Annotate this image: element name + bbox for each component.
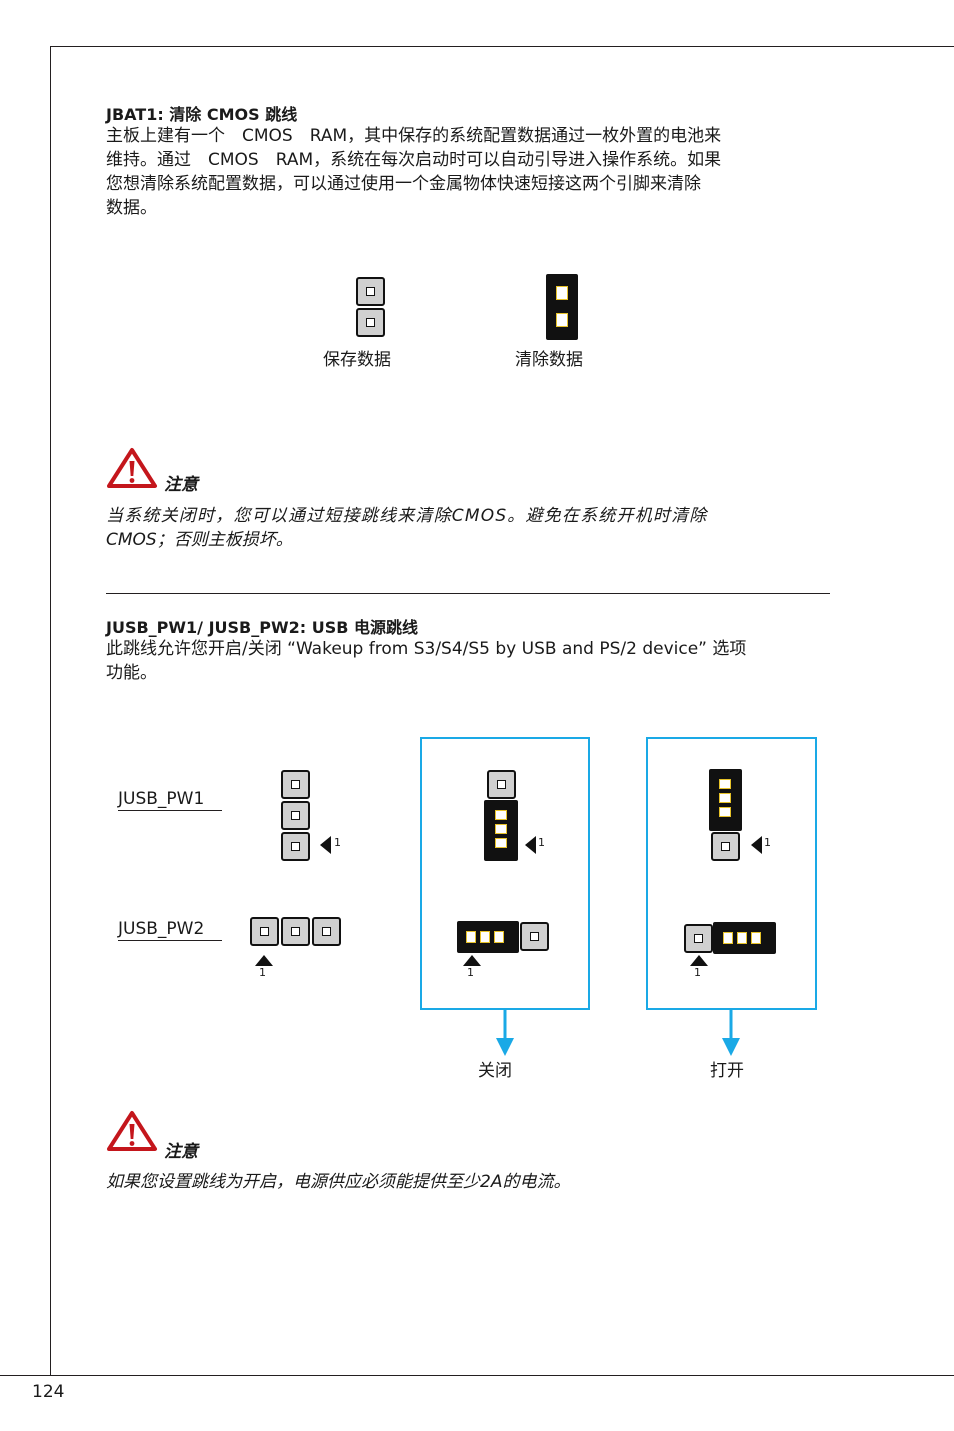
jbat-cap-slot-2 bbox=[556, 313, 568, 327]
jbat-line-3: 您想清除系统配置数据，可以通过使用一个金属物体快速短接这两个引脚来清除 bbox=[106, 174, 701, 194]
page-number: 124 bbox=[32, 1382, 65, 1402]
jusb-off-pw1-slot-2 bbox=[495, 824, 507, 834]
jusb-off-pw2-slot-1 bbox=[466, 931, 476, 943]
jusb-on-pw1-slot-3 bbox=[719, 807, 731, 817]
pin1-arrow-icon bbox=[690, 955, 708, 966]
warning-icon bbox=[107, 1111, 157, 1151]
pin1-label: 1 bbox=[467, 966, 474, 979]
jusb-on-pw1-slot-2 bbox=[719, 793, 731, 803]
jusb-description: 此跳线允许您开启/关闭 “Wakeup from S3/S4/S5 by USB… bbox=[106, 637, 830, 685]
jusb-pw1-ref-pin-c bbox=[281, 832, 310, 861]
jbat-jumper-cap bbox=[546, 274, 578, 340]
jusb-off-pw1-slot-1 bbox=[495, 810, 507, 820]
jusb-on-label: 打开 bbox=[710, 1061, 744, 1081]
jbat-clear-label: 清除数据 bbox=[515, 350, 583, 370]
page-frame-bottom bbox=[0, 1375, 954, 1376]
page-frame-top bbox=[50, 46, 954, 47]
jbat-keep-pin-1 bbox=[356, 277, 385, 306]
jusb-off-pw1-pin-open bbox=[487, 770, 516, 799]
jbat-heading: JBAT1: 清除 CMOS 跳线 bbox=[106, 105, 298, 124]
jbat-keep-pin-2 bbox=[356, 308, 385, 337]
jbat-description: 主板上建有一个 CMOS RAM，其中保存的系统配置数据通过一枚外置的电池来 维… bbox=[106, 124, 830, 220]
jusb-off-pw2-pin-open bbox=[520, 922, 549, 951]
note2-text: 如果您设置跳线为开启，电源供应必须能提供至少2A的电流。 bbox=[106, 1172, 571, 1192]
pin1-arrow-icon bbox=[525, 836, 536, 854]
jusb-heading: JUSB_PW1/ JUSB_PW2: USB 电源跳线 bbox=[106, 618, 419, 637]
down-arrow-icon bbox=[496, 1010, 514, 1056]
pin1-label: 1 bbox=[694, 966, 701, 979]
section-divider bbox=[106, 593, 830, 594]
pin1-label: 1 bbox=[538, 836, 545, 849]
pin1-label: 1 bbox=[259, 966, 266, 979]
jbat-line-2: 维持。通过 CMOS RAM，系统在每次启动时可以自动引导进入操作系统。如果 bbox=[106, 150, 722, 170]
jbat-cap-slot-1 bbox=[556, 286, 568, 300]
jusb-pw1-label: JUSB_PW1 bbox=[118, 789, 222, 811]
note1-label: 注意 bbox=[164, 475, 198, 495]
jusb-off-pw1-slot-3 bbox=[495, 838, 507, 848]
jusb-line-2: 功能。 bbox=[106, 663, 157, 683]
jusb-pw2-ref-pin-c bbox=[312, 917, 341, 946]
note1-line-1: 当系统关闭时，您可以通过短接跳线来清除CMOS。避免在系统开机时清除 bbox=[106, 506, 708, 526]
jusb-pw2-ref-pin-b bbox=[281, 917, 310, 946]
jusb-line-1: 此跳线允许您开启/关闭 “Wakeup from S3/S4/S5 by USB… bbox=[106, 639, 747, 659]
jusb-pw1-ref-pin-a bbox=[281, 770, 310, 799]
jusb-pw2-ref-pin-a bbox=[250, 917, 279, 946]
jusb-on-pw2-slot-3 bbox=[751, 932, 761, 944]
note2-label: 注意 bbox=[164, 1142, 198, 1162]
jusb-pw1-ref-pin-b bbox=[281, 801, 310, 830]
jusb-on-pw2-pin-open bbox=[684, 924, 713, 953]
warning-icon bbox=[107, 448, 157, 488]
jusb-on-pw2-slot-1 bbox=[723, 932, 733, 944]
jbat-keep-label: 保存数据 bbox=[323, 350, 391, 370]
jusb-off-box bbox=[420, 737, 590, 1010]
note1-text: 当系统关闭时，您可以通过短接跳线来清除CMOS。避免在系统开机时清除 CMOS；… bbox=[106, 504, 830, 552]
note1-line-2: CMOS；否则主板损坏。 bbox=[106, 530, 293, 550]
jusb-on-box bbox=[646, 737, 817, 1010]
jbat-line-4: 数据。 bbox=[106, 198, 157, 218]
jusb-on-pw2-slot-2 bbox=[737, 932, 747, 944]
pin1-arrow-icon bbox=[463, 955, 481, 966]
jusb-off-pw2-slot-3 bbox=[494, 931, 504, 943]
jbat-line-1: 主板上建有一个 CMOS RAM，其中保存的系统配置数据通过一枚外置的电池来 bbox=[106, 126, 722, 146]
jusb-on-pw1-pin-open bbox=[711, 832, 740, 861]
pin1-arrow-icon bbox=[320, 836, 331, 854]
jusb-pw2-label: JUSB_PW2 bbox=[118, 919, 222, 941]
down-arrow-icon bbox=[722, 1010, 740, 1056]
pin1-arrow-icon bbox=[751, 836, 762, 854]
jusb-off-label: 关闭 bbox=[478, 1061, 512, 1081]
page-frame-left bbox=[50, 46, 51, 1375]
pin1-label: 1 bbox=[764, 836, 771, 849]
pin1-arrow-icon bbox=[255, 955, 273, 966]
jusb-off-pw2-slot-2 bbox=[480, 931, 490, 943]
jusb-on-pw1-slot-1 bbox=[719, 779, 731, 789]
pin1-label: 1 bbox=[334, 836, 341, 849]
